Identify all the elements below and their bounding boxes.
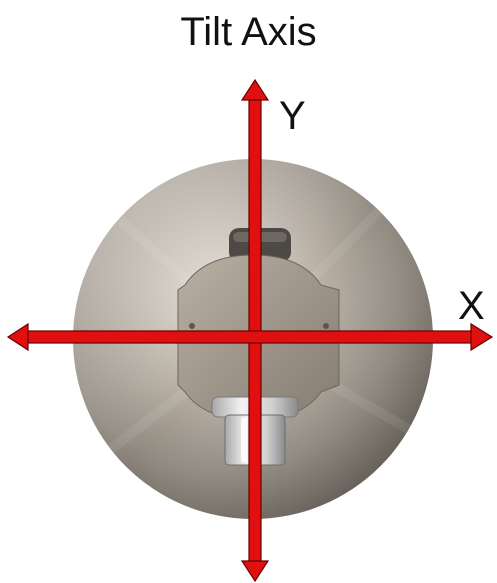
hub-screw-left: [189, 323, 195, 329]
x-axis-label: X: [458, 284, 485, 328]
hub-screw-right: [323, 323, 329, 329]
y-axis-label: Y: [279, 94, 306, 138]
